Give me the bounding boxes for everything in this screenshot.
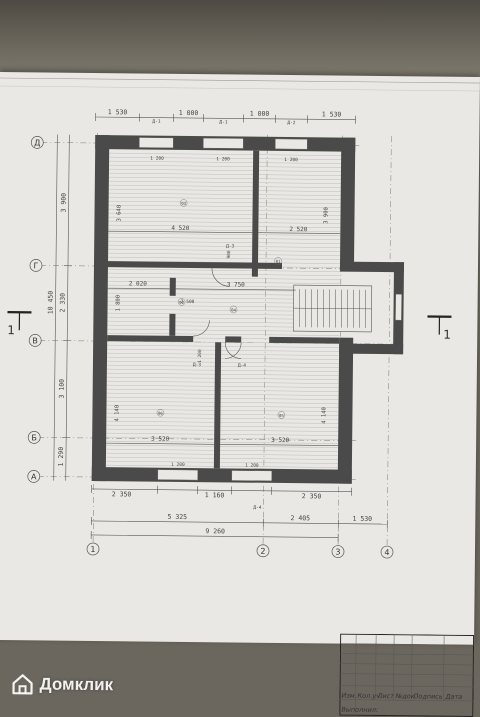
drawing-sheet: Д Г В Б А 1 2 3 4 [0,72,480,645]
axis-col-label: 2 [260,547,265,556]
left-dimensions: 3 900 2 330 3 100 1 290 10 450 [45,135,74,481]
dimension-small: 1 200 [197,349,203,363]
opening-mark: Д-4 [238,363,246,369]
title-block-header: Подпись [413,692,442,700]
domclick-watermark: Домклик [11,672,113,697]
dimension-label: 3 750 [227,281,246,288]
column-axis-markers: 1 2 3 4 [87,543,393,558]
window-mark: 1 200 [245,463,259,469]
dimension-label: 2 350 [302,492,322,500]
opening-mark: Д-1 [219,119,227,125]
dimension-total: 9 260 [205,527,225,535]
room-number: 06 [158,411,163,416]
axis-col-label: 3 [335,548,340,557]
title-block-label: Выполнил: [341,706,378,714]
window-mark: 1 200 [284,157,298,163]
dimension-label: 2 405 [291,514,311,522]
dimension-label: 2 020 [129,280,148,287]
dimension-label: 1 530 [322,110,342,118]
dimension-label: 3 100 [58,379,66,399]
axis-row-label: Б [31,433,37,442]
dimension-label: 3 900 [60,193,68,213]
axis-row-label: Д [34,138,40,147]
opening-mark: Д-3 [193,362,201,368]
opening-mark: Д-3 [226,243,234,249]
section-mark-left: 1 [7,323,15,337]
watermark-brand: Домклик [39,674,113,695]
dimension-label: 1 800 [115,295,121,312]
opening-mark: Д-2 [287,120,295,126]
dimension-label: 4 140 [321,407,327,424]
floor-plan: Д Г В Б А 1 2 3 4 [0,72,480,645]
dimension-label: 1 290 [57,447,65,467]
dimension-label: 3 520 [151,436,170,443]
dimension-label: 1 000 [179,109,199,117]
dimension-total: 10 450 [46,291,54,315]
axis-row-label: А [31,472,37,481]
axis-row-label: В [32,336,38,345]
dimension-label: 1 160 [205,491,225,499]
staircase [293,285,371,332]
window-mark: 1 200 [171,462,185,468]
room-number: 03 [181,201,186,206]
dimension-small: 900 [226,250,232,258]
room-number: 02 [179,300,184,305]
title-block-header: Лист [376,692,394,700]
dimension-label: 3 900 [323,207,329,224]
domclick-house-icon [11,673,33,695]
title-block: Изм. Кол.уч. Лист №док. Подпись Дата Вып… [339,634,474,717]
axis-col-label: 4 [384,548,389,557]
room-number: 04 [231,307,236,312]
axis-row-label: Г [33,261,38,270]
dimension-label: 5 325 [168,513,188,521]
dimension-label: 1 530 [108,108,128,116]
row-axis-markers: Д Г В Б А [28,136,44,482]
axis-col-label: 1 [90,545,95,554]
dimension-label: 3 640 [116,205,122,222]
dimension-label: 1 530 [353,515,373,523]
title-block-header: Дата [444,693,462,701]
dimension-label: 4 520 [171,225,190,232]
opening-mark: Д-1 [152,119,160,125]
room-number: 05 [279,413,284,418]
dimension-label: 1 000 [250,110,270,118]
dimension-label: 4 140 [114,405,120,422]
dimension-label: 2 330 [58,293,66,313]
title-block-header: Изм. [341,692,356,700]
window-mark: 1 200 [150,156,164,162]
dimension-label: 2 520 [289,226,308,233]
opening-mark: Д-4 [253,505,261,511]
section-mark-right: 1 [443,328,451,342]
room-number: 01 [276,259,281,264]
dimension-label: 2 350 [112,490,132,498]
window-mark: 1 200 [216,156,230,162]
dimension-label: 3 520 [271,437,290,444]
